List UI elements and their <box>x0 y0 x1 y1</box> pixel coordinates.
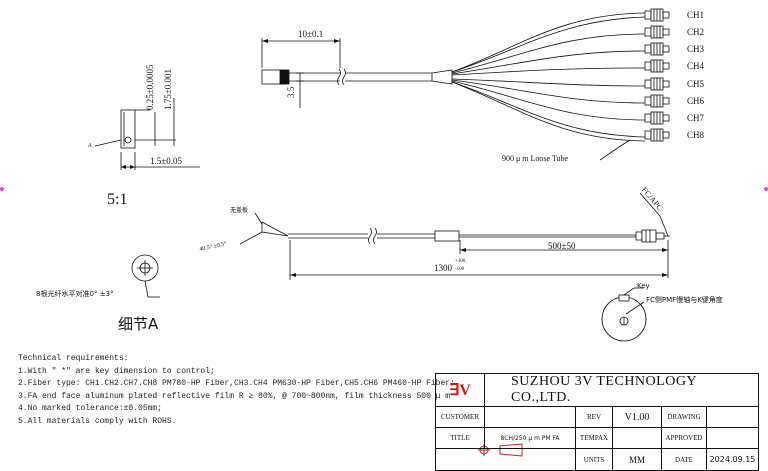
channel-label: CH6 <box>687 96 705 106</box>
no-glue-label: 无盖板 <box>230 208 249 214</box>
channel-label: CH5 <box>687 79 705 89</box>
company-name-text: SUZHOU 3V TECHNOLOGY CO.,LTD. <box>511 374 697 405</box>
title-label: TITLE <box>435 427 485 449</box>
dim-length-500: 500±50 <box>548 241 576 251</box>
fa-cross-section <box>120 109 136 149</box>
units-label: UNITS <box>575 448 613 471</box>
edge-marker-left <box>0 187 4 191</box>
units-value: MM <box>612 448 662 471</box>
dim-tol-down: -100 <box>455 267 465 272</box>
channel-label: CH2 <box>687 27 705 37</box>
date-value: 2024.09.15 <box>706 448 759 471</box>
dim-vertical-a: 0.25±0.0005 <box>145 64 155 110</box>
side-connector <box>635 229 670 243</box>
detail-a-label: 细节A <box>118 315 159 333</box>
projection-symbol-cell <box>435 448 576 471</box>
customer-value <box>484 406 576 428</box>
rev-value: V1.00 <box>612 406 662 428</box>
company-logo: ∃V <box>435 373 485 407</box>
connectors <box>644 8 670 142</box>
dim-base-width: 1.5±0.05 <box>150 156 182 166</box>
fanout-fibers <box>451 12 646 142</box>
tempax-value <box>612 427 662 449</box>
date-label: DATE <box>661 448 707 471</box>
technical-requirements: Technical requirements: 1.With " *" are … <box>18 353 455 428</box>
pmf-key-note: FC侧PMF慢轴与K键角度 <box>646 296 723 304</box>
note-item: 4.No marked tolerance:±0.05mm; <box>18 404 163 413</box>
tempax-label: TEMPAX <box>575 427 613 449</box>
edge-marker-right <box>764 187 768 191</box>
customer-label: CUSTOMER <box>435 406 485 428</box>
fanout-boot <box>431 69 453 85</box>
fa-block-chip <box>279 69 290 85</box>
dim-height: 3.5 <box>286 86 296 98</box>
key-label: Key <box>637 282 650 290</box>
channel-label: CH4 <box>687 61 705 71</box>
alignment-note: 8根光纤水平对准0° ±3° <box>36 290 114 298</box>
note-item: 1.With " *" are key dimension to control… <box>18 366 215 376</box>
scale-label: 5:1 <box>107 191 128 208</box>
approved-label: APPROVED <box>661 427 707 449</box>
company-name: SUZHOU 3V TECHNOLOGY CO.,LTD. <box>484 373 759 407</box>
note-item: 5.All materials comply with ROHS. <box>18 416 177 426</box>
channel-label: CH8 <box>687 130 705 140</box>
channel-label: CH1 <box>687 10 705 20</box>
approved-value <box>706 427 759 449</box>
rev-label: REV <box>575 406 613 428</box>
title-block: ∃V SUZHOU 3V TECHNOLOGY CO.,LTD. CUSTOME… <box>435 373 759 471</box>
dim-tol-up: +100 <box>455 259 466 264</box>
drawing-value <box>706 406 759 428</box>
note-item: 2.Fiber type: CH1.CH2.CH7.CH8 PM780-HP F… <box>18 379 455 388</box>
notes-heading: Technical requirements: <box>18 354 129 363</box>
channel-label: CH7 <box>687 113 705 123</box>
dim-vertical-b: 1.75±0.001 <box>163 69 173 110</box>
dim-length-1300: 1300 <box>434 263 452 273</box>
dim-top-length: 10±0.1 <box>298 29 324 39</box>
section-label-a: A <box>88 143 92 149</box>
title-value: 8CH/250 μ m PM FA <box>484 427 576 449</box>
loose-tube-label: 900 μ m Loose Tube <box>502 154 569 163</box>
note-item: 3.FA end face aluminum plated reflective… <box>18 391 451 401</box>
drawing-label: DRAWING <box>661 406 707 428</box>
channel-label: CH3 <box>687 44 705 54</box>
